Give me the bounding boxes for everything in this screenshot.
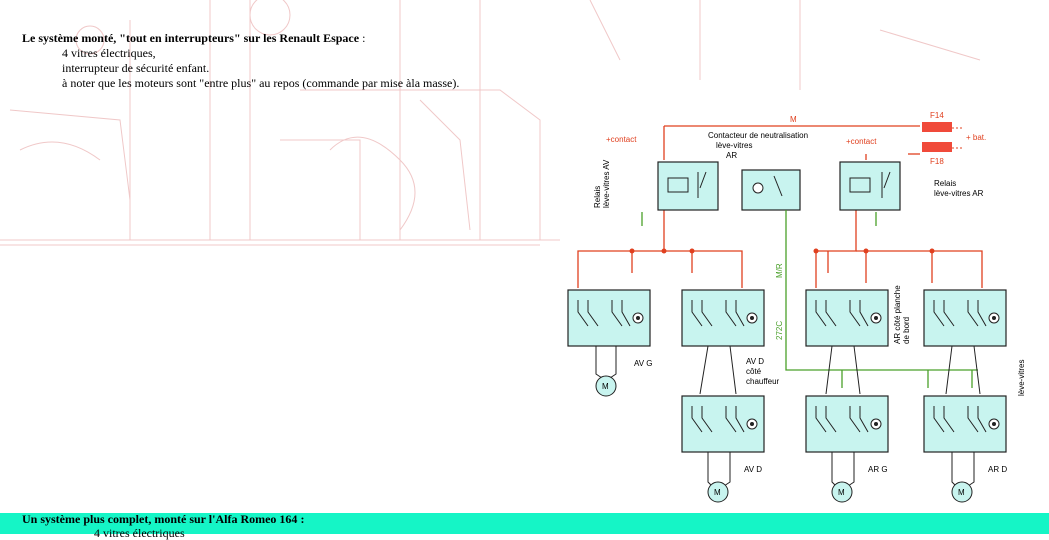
motor-av-g: M — [595, 375, 617, 397]
motor-av-d: M — [707, 481, 729, 503]
bottom-paragraph-title: Un système plus complet, monté sur l'Alf… — [22, 512, 304, 526]
intro-line-2: interrupteur de sécurité enfant. — [62, 61, 210, 75]
svg-text:M: M — [958, 488, 965, 497]
fuse-f18-label: F18 — [930, 157, 944, 166]
intro-line-3: à noter que les moteurs sont "entre plus… — [62, 76, 460, 90]
svg-text:M: M — [602, 382, 609, 391]
label-av-d-chauffeur: AV D — [746, 357, 764, 366]
switch-ar-g — [805, 395, 889, 453]
neutral-sub: lève-vitres — [716, 141, 752, 150]
relay-left-label: Relaislève-vitres AV — [593, 159, 611, 208]
switch-ar-leve-vitres — [923, 289, 1007, 347]
bottom-line: 4 vitres électriques — [94, 526, 185, 540]
intro-paragraph: Le système monté, "tout en interrupteurs… — [22, 31, 582, 91]
label-ar-d: AR D — [988, 465, 1007, 474]
motor-ar-g: M — [831, 481, 853, 503]
svg-text:M: M — [838, 488, 845, 497]
intro-title-suffix: : — [359, 31, 366, 45]
label-ar-planche: AR côté planchede bord — [893, 285, 911, 344]
neutral-switch-box — [741, 169, 801, 211]
wire-label-mr: M/R — [775, 263, 784, 278]
intro-line-1: 4 vitres électriques, — [62, 46, 156, 60]
wire-label-m: M — [790, 115, 797, 124]
motor-ar-d: M — [951, 481, 973, 503]
wiring-diagram: M F14 F18 + bat. +contact +contact Relai… — [567, 111, 1026, 503]
neutral-ar: AR — [726, 151, 737, 160]
switch-av-d-chauffeur — [681, 289, 765, 347]
label-av-d: AV D — [744, 465, 762, 474]
label-av-g: AV G — [634, 359, 653, 368]
bottom-title-text: Un système plus complet, monté sur l'Alf… — [22, 512, 298, 526]
fuse-f14 — [922, 122, 952, 132]
label-leve-vitres: lève-vitres — [1017, 360, 1026, 396]
wire-label-272c: 272C — [775, 321, 784, 340]
contact-right-label: +contact — [846, 137, 877, 146]
switch-ar-d — [923, 395, 1007, 453]
label-cote: côté — [746, 367, 762, 376]
intro-title: Le système monté, "tout en interrupteurs… — [22, 31, 360, 45]
bottom-highlight-band — [0, 513, 1049, 534]
bottom-title-suffix: : — [297, 512, 305, 526]
fuse-f14-label: F14 — [930, 111, 944, 120]
svg-text:M: M — [714, 488, 721, 497]
contact-left-label: +contact — [606, 135, 637, 144]
switch-ar-planche — [805, 289, 889, 347]
relay-right-label: Relais — [934, 179, 956, 188]
relay-right-sub: lève-vitres AR — [934, 189, 984, 198]
fuse-f18 — [922, 142, 952, 152]
switch-av-g — [567, 289, 651, 347]
label-ar-g: AR G — [868, 465, 888, 474]
neutral-title: Contacteur de neutralisation — [708, 131, 808, 140]
battery-label: + bat. — [966, 133, 986, 142]
switch-av-d — [681, 395, 765, 453]
label-chauffeur: chauffeur — [746, 377, 780, 386]
